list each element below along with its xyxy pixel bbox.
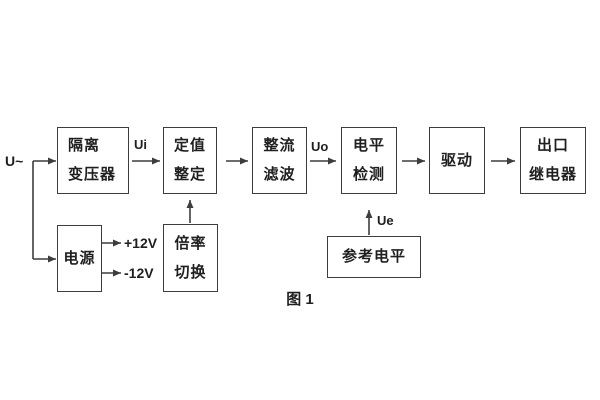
signal-label-uo: Uo <box>311 139 329 154</box>
block-label: 滤波 <box>263 166 296 183</box>
power-rail-positive-label: +12V <box>124 235 158 251</box>
block-label: 检测 <box>352 166 385 183</box>
block-label: 整流 <box>263 137 296 154</box>
block-isolation-transformer: 隔离 变压器 <box>57 127 129 194</box>
input-signal-label: U~ <box>5 153 24 169</box>
block-label: 参考电平 <box>341 248 406 265</box>
block-output-relay: 出口 继电器 <box>520 127 586 194</box>
block-label: 切换 <box>174 263 207 281</box>
block-label: 驱动 <box>440 151 473 169</box>
block-label: 定值 <box>173 137 206 154</box>
figure-caption: 图 1 <box>286 291 314 308</box>
block-driver: 驱动 <box>429 127 485 194</box>
signal-label-ue: Ue <box>377 213 394 228</box>
block-ratio-switch: 倍率 切换 <box>163 224 218 292</box>
power-rail-negative-label: -12V <box>124 265 154 281</box>
block-level-detector: 电平 检测 <box>341 127 397 194</box>
block-label: 整定 <box>173 166 206 183</box>
block-setting-adjustment: 定值 整定 <box>163 127 217 194</box>
block-label: 隔离 <box>68 137 101 154</box>
block-label: 电平 <box>352 137 385 154</box>
block-label: 继电器 <box>528 166 577 183</box>
block-label: 电源 <box>63 249 96 267</box>
block-label: 变压器 <box>68 166 117 183</box>
block-label: 倍率 <box>174 234 207 252</box>
block-rectifier-filter: 整流 滤波 <box>252 127 307 194</box>
signal-label-ui: Ui <box>134 137 147 152</box>
block-power-supply: 电源 <box>57 225 102 292</box>
block-reference-level: 参考电平 <box>327 236 421 278</box>
block-label: 出口 <box>536 137 569 154</box>
